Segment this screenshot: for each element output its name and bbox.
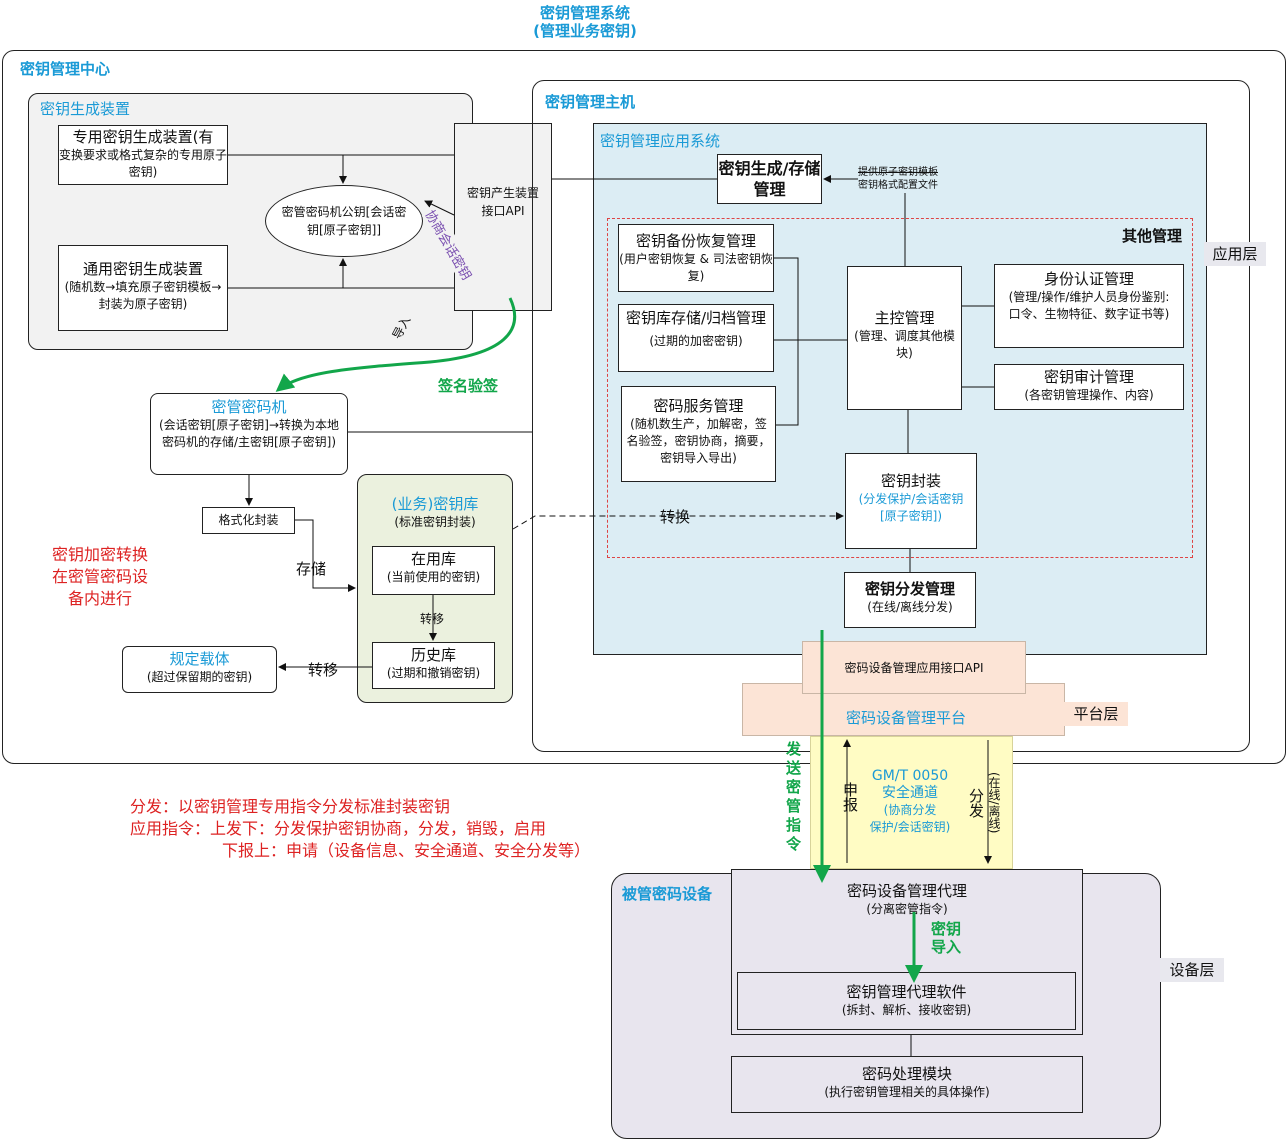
master-control-box[interactable]: 主控管理 (管理、调度其他模块) [847,266,962,410]
carrier-box[interactable]: 规定载体 (超过保留期的密钥) [122,646,277,693]
repo-transfer-label: 转移 [420,612,445,626]
store-label: 存储 [296,560,327,578]
apply-label: 申报 [841,782,859,812]
api-to-ellipse-arrow [424,200,455,216]
kms-public-key-ellipse: 密管密码机公钥[会话密钥[原子密钥]] [265,185,423,257]
format-wrap-box[interactable]: 格式化封装 [202,507,295,534]
platform-label: 密码设备管理平台 [846,709,967,727]
app-system-title: 密钥管理应用系统 [600,132,721,150]
in-use-repo-box[interactable]: 在用库 (当前使用的密钥) [372,546,495,595]
device-title: 被管密码设备 [622,885,713,903]
identity-auth-box[interactable]: 身份认证管理 (管理/操作/维护人员身份鉴别:口令、生物特征、数字证书等) [994,264,1184,348]
repo-to-wrap-dashed-arrow [512,512,844,530]
device-layer-tag: 设备层 [1160,958,1224,982]
gen-api-box[interactable]: 密钥产生装置接口API [454,123,552,311]
distribute-label: 分发 [967,788,985,818]
system-subtitle: (管理业务密钥) [533,22,637,40]
key-repo-title: (业务)密钥库 (标准密钥封装) [391,495,479,529]
center-title: 密钥管理中心 [20,60,111,78]
convert-label: 转换 [660,506,691,527]
send-cmd-label: 发送密管指令 [786,740,802,853]
verify-label: 签名验签 [438,377,499,395]
platform-layer-tag: 平台层 [1064,702,1128,726]
dist-note: 分发：以密钥管理专用指令分发标准封装密钥 应用指令：上发下：分发保护密钥协商，分… [130,797,591,860]
secure-channel-text: GM/T 0050 安全通道 (协商分发 保护/会话密钥) [869,768,951,834]
red-note: 密钥加密转换 在密管密码设 备内进行 [51,545,148,608]
audit-mgmt-box[interactable]: 密钥审计管理 (各密钥管理操作、内容) [994,364,1184,410]
archive-mgmt-box[interactable]: 密钥库存储/归档管理 (过期的加密密钥) [618,304,774,372]
api-layer-box[interactable]: 密码设备管理应用接口API [802,641,1026,694]
kms-machine-box[interactable]: 密管密码机 (会话密钥[原子密钥]→转换为本地密码机的存储/主密钥[原子密钥]) [150,393,348,475]
system-title: 密钥管理系统 (管理业务密钥) [0,4,1170,40]
special-generator-box[interactable]: 专用密钥生成装置(有 变换要求或格式复杂的专用原子密钥) [58,125,228,185]
app-layer-tag: 应用层 [1204,242,1266,266]
format-to-repo-arrow [295,519,356,592]
secure-channel-area [810,736,1013,869]
agent-software-box[interactable]: 密钥管理代理软件 (拆封、解析、接收密钥) [737,972,1076,1030]
backup-mgmt-box[interactable]: 密钥备份恢复管理 (用户密钥恢复 & 司法密钥恢复) [618,224,774,292]
key-wrap-box[interactable]: 密钥封装 (分发保护/会话密钥[原子密钥]) [845,453,977,549]
crypto-service-box[interactable]: 密码服务管理 (随机数生产，加解密，签名验签，密钥协商，摘要，密钥导入导出) [621,386,776,482]
transfer-out-label: 转移 [308,661,339,679]
other-mgmt-title: 其他管理 [1122,227,1183,245]
key-import-label: 密钥导入 [930,920,961,956]
key-dist-mgmt-box[interactable]: 密钥分发管理 (在线/离线分发) [844,572,976,628]
host-title: 密钥管理主机 [545,93,636,111]
crypto-proc-box[interactable]: 密码处理模块 (执行密钥管理相关的具体操作) [731,1056,1083,1113]
template-note: 提供原子密钥模板 密钥格式配置文件 [858,166,938,192]
other-mgmt-region [607,218,1193,558]
online-offline-label: (在线/离线) [987,772,1001,834]
gen-device-title: 密钥生成装置 [40,100,131,118]
left-bracket-line [774,257,799,426]
verify-green-arrow [275,297,516,392]
history-repo-box[interactable]: 历史库 (过期和撤销密钥) [372,642,495,689]
center-container [2,50,1286,764]
general-generator-box[interactable]: 通用密钥生成装置 (随机数→填充原子密钥模板→封装为原子密钥) [58,245,228,331]
gen-store-mgmt-box[interactable]: 密钥生成/存储管理 [717,154,822,204]
